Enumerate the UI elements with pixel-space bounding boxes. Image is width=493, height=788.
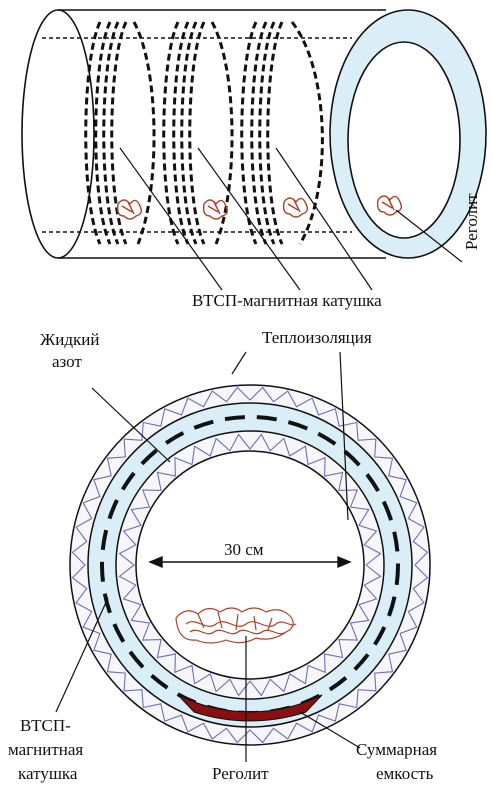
cross-section xyxy=(69,384,431,746)
insulation-wave-inner xyxy=(118,433,382,697)
label-diameter: 30 см xyxy=(224,540,264,559)
label-coil-bottom-2: магнитная xyxy=(8,740,84,759)
bottom-leader-lines xyxy=(55,351,361,762)
coil-3 xyxy=(240,21,324,245)
diameter-arrow xyxy=(148,555,352,569)
label-coil-bottom-3: катушка xyxy=(18,764,78,783)
coil-2 xyxy=(162,21,234,245)
regolith-leader-line-top xyxy=(395,209,463,263)
regolith-pile xyxy=(175,607,297,644)
label-insulation: Теплоизоляция xyxy=(262,328,372,347)
coil-1 xyxy=(84,21,156,245)
insulation-wave-outer xyxy=(71,386,429,744)
regolith-clumps-top xyxy=(116,195,403,220)
cylinder-end-ring xyxy=(329,9,487,259)
label-capacity-2: емкость xyxy=(376,764,434,783)
label-coil-top: ВТСП-магнитная катушка xyxy=(192,291,382,310)
total-capacity-arc xyxy=(177,694,323,722)
label-liquid-nitrogen-2: азот xyxy=(52,352,82,371)
coil-leader-lines xyxy=(119,147,373,291)
label-regolith-vertical: Реголит xyxy=(462,193,481,250)
cylinder-body xyxy=(21,9,386,259)
label-capacity-1: Суммарная xyxy=(356,740,438,759)
label-regolith-bottom: Реголит xyxy=(212,764,269,783)
label-liquid-nitrogen-1: Жидкий xyxy=(40,330,100,349)
label-coil-bottom-1: ВТСП- xyxy=(20,716,71,735)
